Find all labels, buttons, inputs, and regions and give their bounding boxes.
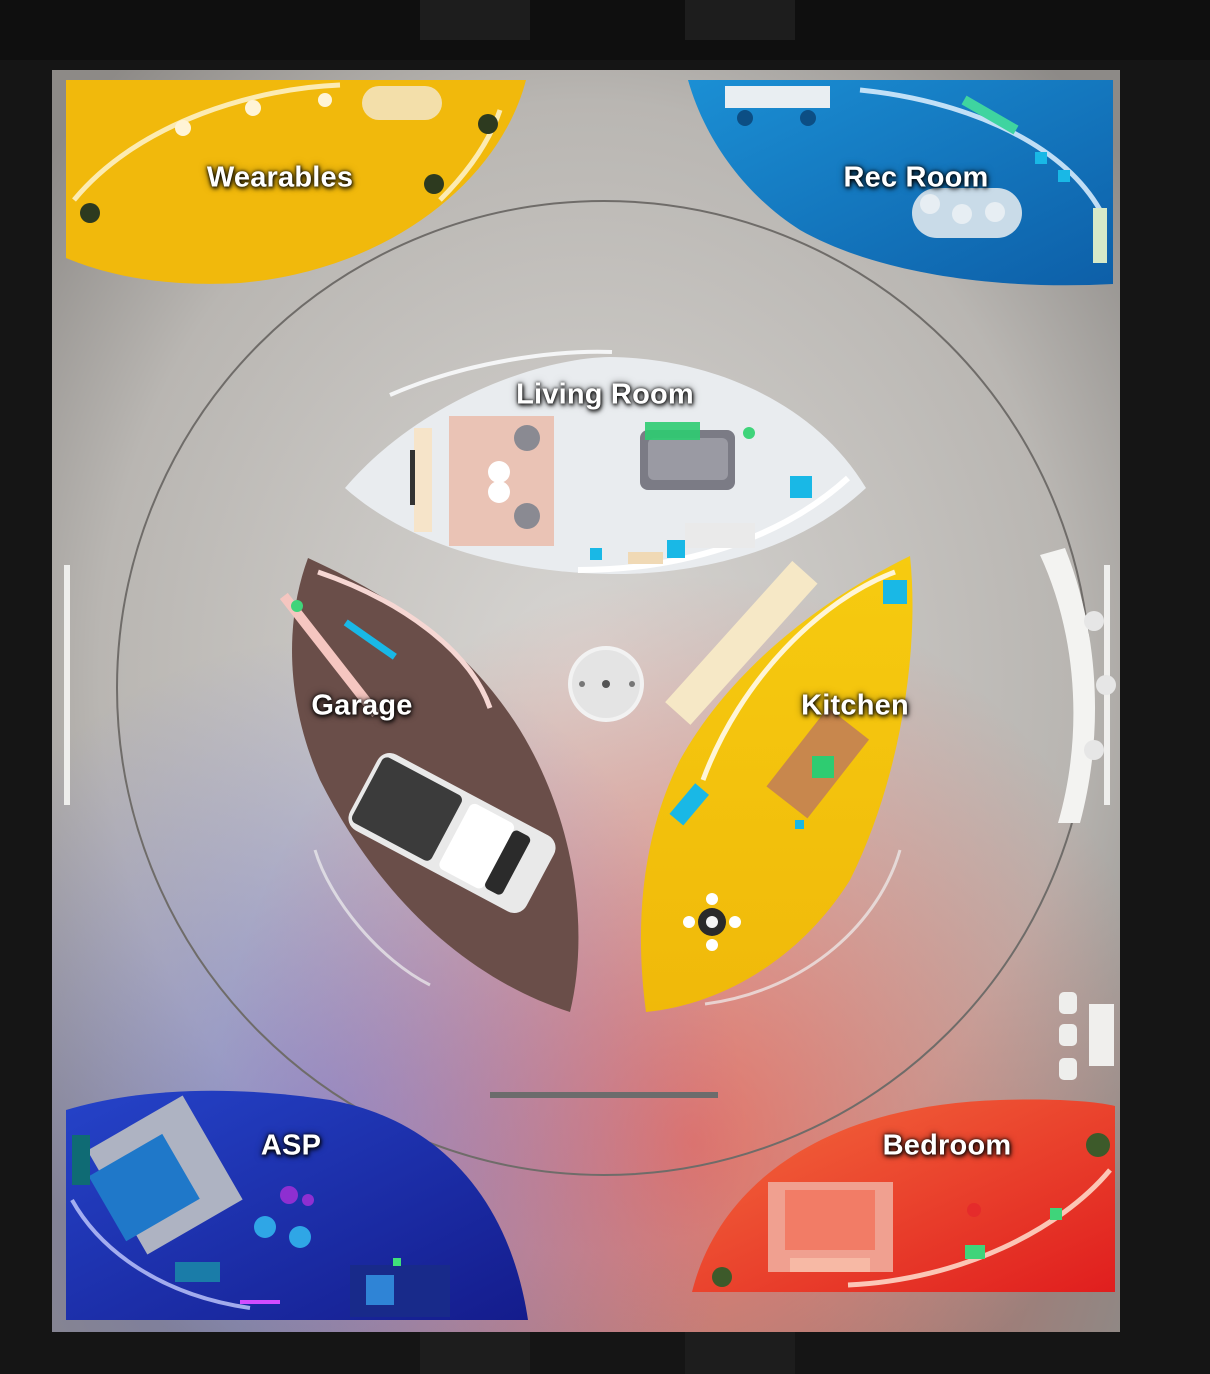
zone-wearables[interactable] xyxy=(66,80,526,284)
label-garage[interactable]: Garage xyxy=(311,689,413,722)
label-living-room[interactable]: Living Room xyxy=(516,378,694,411)
label-rec-room[interactable]: Rec Room xyxy=(843,161,989,194)
center-pedestal xyxy=(568,646,644,722)
curved-bench xyxy=(1040,548,1096,823)
label-bedroom[interactable]: Bedroom xyxy=(882,1129,1012,1162)
label-asp[interactable]: ASP xyxy=(260,1129,322,1162)
zone-living-room[interactable] xyxy=(345,349,866,575)
label-wearables[interactable]: Wearables xyxy=(206,161,354,194)
zone-kitchen[interactable] xyxy=(640,556,913,1012)
zone-bedroom[interactable] xyxy=(692,1099,1115,1292)
label-kitchen[interactable]: Kitchen xyxy=(801,689,909,722)
zone-garage[interactable] xyxy=(279,558,579,1012)
zone-asp[interactable] xyxy=(66,1090,528,1320)
zone-rec-room[interactable] xyxy=(688,80,1113,286)
